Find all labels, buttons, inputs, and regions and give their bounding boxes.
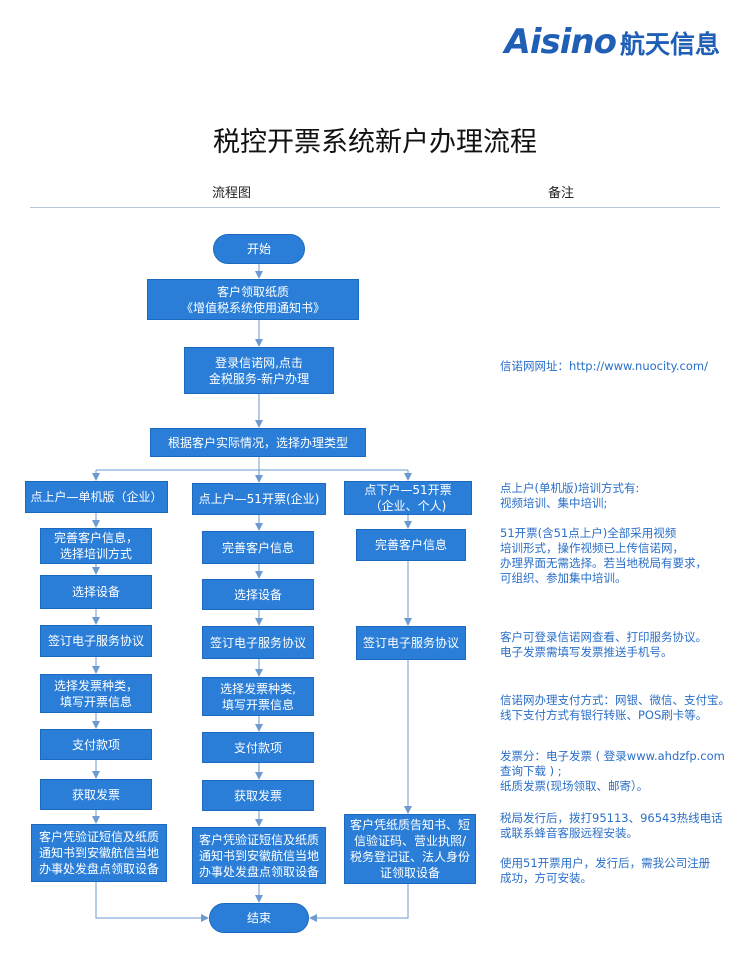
note-install-51: 使用51开票用户，发行后，需我公司注册 成功，方可安装。 — [500, 856, 711, 885]
choose-type-step: 根据客户实际情况，选择办理类型 — [150, 428, 366, 457]
branch2-step-6: 获取发票 — [202, 780, 314, 811]
branch1-step-6: 获取发票 — [40, 779, 152, 810]
aisino-logo: Aisino 航天信息 — [505, 22, 720, 62]
branch1-step-3: 签订电子服务协议 — [40, 625, 152, 657]
branch1-step-7: 客户凭验证短信及纸质 通知书到安徽航信当地 办事处发盘点领取设备 — [31, 824, 167, 882]
note-training-standalone: 点上户(单机版)培训方式有: 视频培训、集中培训; — [500, 481, 640, 510]
branch1-step-4: 选择发票种类， 填写开票信息 — [40, 674, 152, 713]
branch1-step-1: 完善客户信息， 选择培训方式 — [40, 528, 152, 564]
branch2-step-2: 选择设备 — [202, 579, 314, 610]
end-node: 结束 — [209, 903, 309, 933]
branch1-header: 点上户—单机版（企业） — [25, 481, 168, 513]
branch2-step-7: 客户凭验证短信及纸质 通知书到安徽航信当地 办事处发盘点领取设备 — [192, 827, 326, 884]
note-agreement: 客户可登录信诺网查看、打印服务协议。 电子发票需填写发票推送手机号。 — [500, 630, 707, 659]
header-divider — [30, 207, 720, 208]
arrow-b1-end — [95, 882, 209, 922]
logo-brand: Aisino — [504, 22, 617, 62]
header-notes: 备注 — [548, 186, 575, 201]
branch3-step-1: 完善客户信息 — [356, 529, 466, 561]
branch2-step-4: 选择发票种类, 填写开票信息 — [202, 677, 314, 716]
branch1-step-5: 支付款项 — [40, 729, 152, 760]
branch2-header: 点上户—51开票(企业) — [192, 483, 326, 515]
branch2-step-1: 完善客户信息 — [202, 531, 314, 564]
start-node: 开始 — [213, 234, 305, 264]
header-flowchart: 流程图 — [212, 186, 252, 201]
branch1-step-2: 选择设备 — [40, 575, 152, 609]
note-website: 信诺网网址：http://www.nuocity.com/ — [500, 359, 708, 373]
arrow-b3-end — [309, 884, 409, 922]
note-payment: 信诺网办理支付方式：网银、微信、支付宝。 线下支付方式有银行转账、POS刷卡等。 — [500, 693, 730, 722]
branch2-step-3: 签订电子服务协议 — [202, 626, 314, 659]
note-install-hotline: 税局发行后，拨打95113、96543热线电话 或联系蜂音客服远程安装。 — [500, 811, 723, 840]
logo-cn: 航天信息 — [619, 30, 720, 59]
branch3-header: 点下户—51开票 （企业、个人) — [344, 481, 472, 515]
receive-notice-step: 客户领取纸质 《增值税系统使用通知书》 — [147, 279, 359, 320]
branch3-step-3: 客户凭纸质告知书、短 信验证码、营业执照/ 税务登记证、法人身份 证领取设备 — [344, 814, 476, 884]
note-invoice: 发票分：电子发票 ( 登录www.ahdzfp.com 查询下载 ) ; 纸质发… — [500, 749, 725, 793]
page-title: 税控开票系统新户办理流程 — [213, 127, 537, 158]
login-step: 登录信诺网,点击 金税服务-新户办理 — [184, 347, 334, 394]
branch2-step-5: 支付款项 — [202, 732, 314, 763]
note-training-51: 51开票(含51点上户)全部采用视频 培训形式，操作视频已上传信诺网， 办理界面… — [500, 526, 707, 585]
branch3-step-2: 签订电子服务协议 — [356, 626, 466, 660]
